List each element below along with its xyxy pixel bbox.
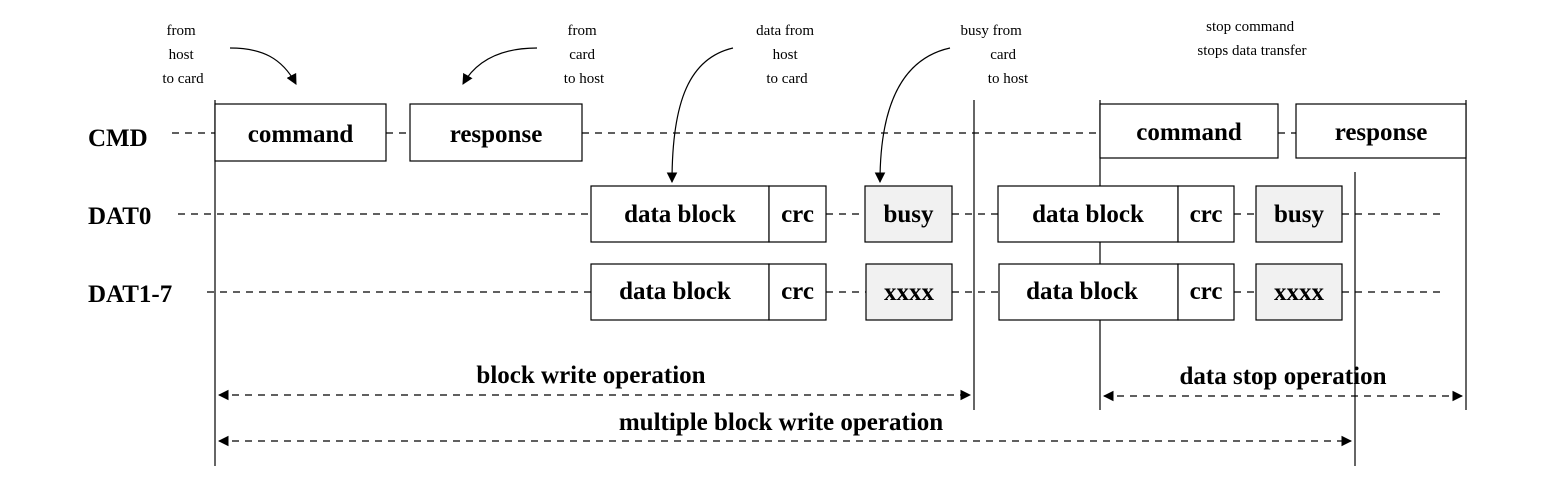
stop-command-box: command — [1099, 103, 1279, 159]
dat17-data-block-label-2: data block — [1026, 278, 1138, 305]
dat0-busy-label-2: busy — [1274, 201, 1325, 228]
annotation-busy-from-card: busy from card to host — [961, 23, 1030, 87]
cmd-response-label: response — [450, 121, 543, 148]
annotation-line: data from — [756, 23, 814, 39]
dat0-busy-box: busy — [864, 185, 953, 243]
cmd-response-box: response — [409, 103, 583, 162]
dat17-crc-box: crc — [768, 263, 827, 321]
annotation-line: to card — [766, 71, 808, 87]
annotation-host-to-card: from host to card — [162, 23, 204, 87]
annotation-line: host — [773, 47, 799, 63]
block-write-label: block write operation — [476, 362, 705, 389]
pointer-arrow-busy-from-card — [874, 47, 951, 184]
data-stop-label: data stop operation — [1180, 363, 1387, 390]
dat0-data-block-box-2: data block — [997, 185, 1179, 243]
dat17-data-block-box-2: data block — [998, 263, 1179, 321]
annotation-line: to host — [988, 71, 1029, 87]
signal-label-cmd: CMD — [88, 125, 148, 152]
annotation-data-from-host: data from host to card — [756, 23, 818, 87]
annotation-line: from — [167, 23, 196, 39]
dat17-crc-label: crc — [781, 278, 814, 305]
stop-command-label: command — [1136, 119, 1242, 146]
pointer-arrow-host-to-card — [229, 47, 297, 85]
multiple-block-write-label: multiple block write operation — [619, 409, 943, 436]
annotation-line: to card — [162, 71, 204, 87]
dat0-data-block-label-2: data block — [1032, 201, 1144, 228]
dat0-crc-label-2: crc — [1190, 201, 1223, 228]
dat0-data-block-label: data block — [624, 201, 736, 228]
annotation-line: from — [568, 23, 597, 39]
dat17-xxxx-label: xxxx — [884, 279, 935, 306]
annotation-line: to host — [564, 71, 605, 87]
dat17-xxxx-label-2: xxxx — [1274, 279, 1325, 306]
pointer-arrow-data-from-host — [666, 47, 734, 184]
annotation-line: busy from — [961, 23, 1023, 39]
dat17-crc-box-2: crc — [1177, 263, 1235, 321]
dat17-crc-label-2: crc — [1190, 278, 1223, 305]
stop-response-box: response — [1295, 103, 1467, 159]
stop-response-label: response — [1335, 119, 1428, 146]
annotation-line: stops data transfer — [1197, 43, 1306, 59]
dat0-crc-box-2: crc — [1177, 185, 1235, 243]
dat0-crc-box: crc — [768, 185, 827, 243]
annotation-card-to-host: from card to host — [564, 23, 605, 87]
annotation-line: stop command — [1206, 19, 1294, 35]
cmd-command-label: command — [248, 121, 354, 148]
signal-label-dat0: DAT0 — [88, 203, 151, 230]
dat0-crc-label: crc — [781, 201, 814, 228]
dat0-busy-label: busy — [883, 201, 934, 228]
annotation-stop-command: stop command stops data transfer — [1197, 19, 1306, 59]
pointer-arrow-card-to-host — [462, 47, 538, 85]
dat17-data-block-box: data block — [590, 263, 770, 321]
dat0-busy-box-2: busy — [1255, 185, 1343, 243]
annotation-line: card — [569, 47, 595, 63]
dat17-data-block-label: data block — [619, 278, 731, 305]
dat17-xxxx-box: xxxx — [865, 263, 953, 321]
annotation-line: host — [169, 47, 195, 63]
signal-label-dat17: DAT1-7 — [88, 281, 172, 308]
dat0-data-block-box: data block — [590, 185, 770, 243]
cmd-command-box: command — [214, 103, 387, 162]
annotation-line: card — [990, 47, 1016, 63]
dat17-xxxx-box-2: xxxx — [1255, 263, 1343, 321]
